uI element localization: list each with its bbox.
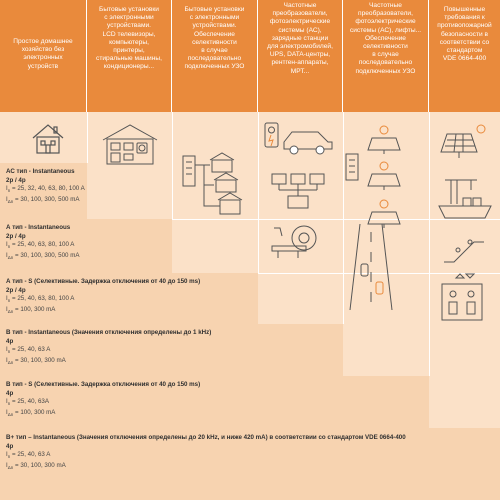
step-line-1 xyxy=(87,112,500,163)
house-with-appliances-icon xyxy=(102,124,158,165)
row-ac-poles: 2p / 4p xyxy=(6,176,26,184)
step-line-2 xyxy=(172,219,500,220)
port-crane-ship-icon xyxy=(438,179,492,219)
row-band-a xyxy=(0,219,172,273)
row-a-s-in: In = 25, 40, 63, 80, 100 A xyxy=(6,295,75,304)
ev-charger-car-icon xyxy=(264,122,333,155)
row-a-poles: 2p / 4p xyxy=(6,232,26,240)
solar-farm-icon xyxy=(440,124,486,158)
row-b-s: B тип - S (Селективные. Задержка отключе… xyxy=(6,381,200,420)
row-b-s-poles: 4p xyxy=(6,389,14,397)
col-sep-4 xyxy=(343,112,344,324)
column-header-1: Простое домашнее хозяйство без электронн… xyxy=(0,0,86,112)
row-a-s-title: А тип - S (Селективные. Задержка отключе… xyxy=(6,278,201,285)
elevator-icon xyxy=(441,273,483,321)
row-ac-in: In = 25, 32, 40, 63, 80, 100 A xyxy=(6,185,85,194)
row-b-s-in: In = 25, 40, 63A xyxy=(6,398,49,407)
row-a-s: А тип - S (Селективные. Задержка отключе… xyxy=(6,278,200,317)
row-band-a-s xyxy=(0,273,258,324)
row-b-poles: 4p xyxy=(6,337,14,345)
row-a-s-poles: 2p / 4p xyxy=(6,286,26,294)
col-sep-3 xyxy=(258,112,259,273)
col-sep-2 xyxy=(172,112,173,219)
row-b-plus-idn: IΔn = 30, 100, 300 mA xyxy=(6,462,66,471)
houses-selectivity-icon xyxy=(182,152,243,215)
row-a-in: In = 25, 40, 63, 80, 100 A xyxy=(6,241,75,250)
row-band-b xyxy=(0,324,343,376)
row-a-title: А тип - Instantaneous xyxy=(6,224,71,231)
column-header-4: Частотные преобразователи, фотоэлектриче… xyxy=(258,0,342,112)
step-line-3 xyxy=(258,273,500,274)
solar-panels-icon xyxy=(367,125,401,228)
row-b-title: B тип - Instantaneous (Значения отключен… xyxy=(6,329,212,336)
row-b-s-idn: IΔn = 100, 300 mA xyxy=(6,409,56,418)
electrical-panel-icon xyxy=(345,153,359,181)
row-band-b-s xyxy=(0,376,429,428)
row-b-plus-in: In = 25, 40, 63 A xyxy=(6,451,51,460)
row-b: B тип - Instantaneous (Значения отключен… xyxy=(6,329,211,368)
col-fill-6 xyxy=(429,112,500,428)
data-center-icon xyxy=(271,173,325,209)
row-a: А тип - Instantaneous 2p / 4p In = 25, 4… xyxy=(6,224,80,263)
col-sep-5 xyxy=(429,112,430,376)
row-b-idn: IΔn = 30, 100, 300 mA xyxy=(6,357,66,366)
col-fill-2 xyxy=(87,112,172,219)
row-a-s-idn: IΔn = 100, 300 mA xyxy=(6,306,56,315)
row-b-plus: B+ тип – Instantaneous (Значения отключе… xyxy=(6,434,406,473)
row-band-b-plus xyxy=(0,428,500,500)
row-ac: АС тип - Instantaneous 2p / 4p In = 25, … xyxy=(6,168,85,207)
column-header-6: Повышенные требования к противопожарной … xyxy=(429,0,500,112)
row-a-idn: IΔn = 30, 100, 300, 500 mA xyxy=(6,252,80,261)
row-b-plus-title: B+ тип – Instantaneous (Значения отключе… xyxy=(6,434,406,441)
row-b-plus-poles: 4p xyxy=(6,442,14,450)
mri-scanner-icon xyxy=(271,225,317,258)
row-band-ac xyxy=(0,163,87,219)
highway-icon xyxy=(349,223,393,311)
column-header-5: Частотные преобразователи, фотоэлектриче… xyxy=(343,0,428,112)
column-header-3: Бытовые установки с электронными устройс… xyxy=(172,0,257,112)
house-icon xyxy=(32,124,64,154)
row-ac-title: АС тип - Instantaneous xyxy=(6,168,75,175)
row-b-in: In = 25, 40, 63 A xyxy=(6,346,51,355)
escalator-icon xyxy=(444,239,484,263)
column-header-2: Бытовые установки с электронными устройс… xyxy=(87,0,171,112)
row-ac-idn: IΔn = 30, 100, 300, 500 mA xyxy=(6,196,80,205)
col-fill-3 xyxy=(172,112,258,273)
row-b-s-title: B тип - S (Селективные. Задержка отключе… xyxy=(6,381,201,388)
